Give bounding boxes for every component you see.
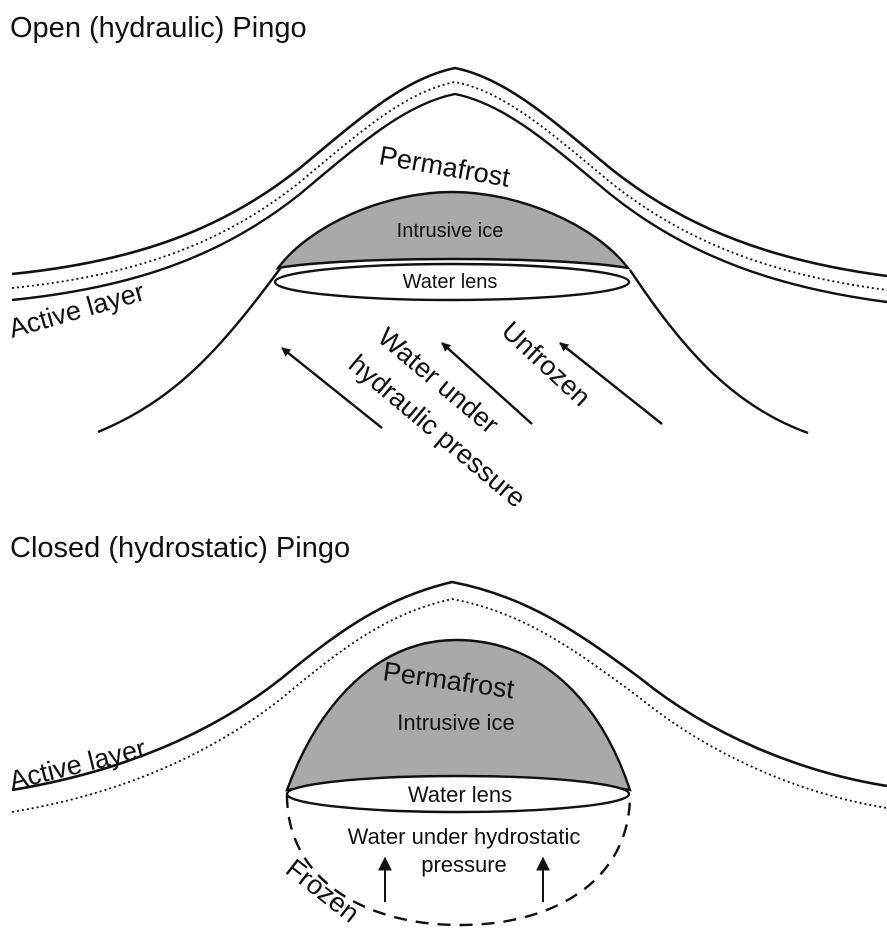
open-permafrost-base bbox=[11, 92, 887, 304]
closed-water-lens bbox=[285, 774, 631, 814]
closed-hydrostatic-pressure-label: pressure bbox=[421, 852, 507, 877]
open-ground-surface bbox=[11, 66, 887, 278]
open-active-layer-boundary bbox=[11, 81, 887, 291]
closed-water-under-label: Water under hydrostatic bbox=[348, 824, 581, 849]
open-talik-right-boundary bbox=[629, 269, 809, 435]
open-active-layer-label: Active layer bbox=[5, 276, 147, 343]
closed-active-layer-label: Active layer bbox=[6, 733, 149, 796]
closed-frozen-label: Frozen bbox=[280, 853, 365, 928]
open-unfrozen-label: Unfrozen bbox=[496, 315, 597, 412]
open-water-lens bbox=[273, 262, 631, 302]
closed-ground-surface bbox=[11, 580, 887, 792]
closed-pingo-section: Closed (hydrostatic) Pingo Permafrost In… bbox=[6, 532, 887, 928]
closed-intrusive-ice-label: Intrusive ice bbox=[397, 710, 514, 735]
open-intrusive-ice-label: Intrusive ice bbox=[397, 220, 504, 242]
open-flow-arrow-left bbox=[281, 347, 383, 429]
open-intrusive-ice bbox=[275, 190, 631, 270]
open-talik-left-boundary bbox=[97, 265, 283, 434]
open-flow-arrow-right bbox=[559, 342, 663, 425]
closed-pingo-title: Closed (hydrostatic) Pingo bbox=[10, 532, 350, 564]
closed-frozen-boundary bbox=[285, 794, 632, 927]
open-water-lens-label: Water lens bbox=[403, 271, 498, 293]
closed-water-lens-label: Water lens bbox=[408, 782, 512, 807]
open-permafrost-label: Permafrost bbox=[377, 140, 513, 193]
open-flow-arrow-middle bbox=[441, 342, 533, 425]
open-pingo-section: Open (hydraulic) Pingo Permafrost Intrus… bbox=[5, 12, 887, 513]
open-pingo-title: Open (hydraulic) Pingo bbox=[10, 12, 307, 44]
